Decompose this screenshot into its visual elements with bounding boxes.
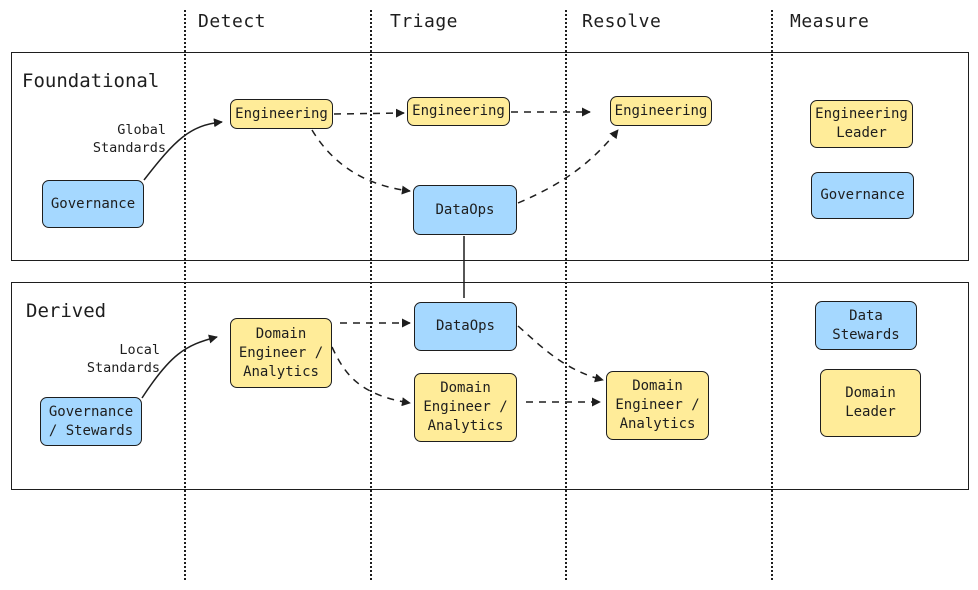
column-header-resolve: Resolve [582,11,662,32]
column-divider-detect [184,10,186,580]
lane-derived [11,282,969,490]
edge-engineering-to-triage-engineering [333,108,405,118]
column-divider-triage [370,10,372,580]
node-triage-dataops[interactable]: DataOps [413,185,517,235]
node-resolve-domain-engineer[interactable]: Domain Engineer / Analytics [606,371,709,440]
lane-title-derived: Derived [26,300,107,322]
label-global-standards: Global Standards [92,122,166,156]
column-divider-measure [771,10,773,580]
column-header-triage: Triage [390,11,459,32]
node-engineering-leader[interactable]: Engineering Leader [810,100,913,148]
lane-title-foundational: Foundational [22,70,160,92]
node-derived-triage-dataops[interactable]: DataOps [414,302,517,351]
node-governance-stewards[interactable]: Governance / Stewards [40,397,142,446]
node-triage-domain-engineer[interactable]: Domain Engineer / Analytics [414,373,517,442]
edge-dataops-to-resolve-engineering [517,129,619,204]
node-triage-engineering[interactable]: Engineering [407,97,510,126]
node-resolve-engineering[interactable]: Engineering [610,96,712,126]
column-header-measure: Measure [790,11,870,32]
lane-foundational [11,52,969,261]
node-detect-domain-engineer[interactable]: Domain Engineer / Analytics [230,318,332,388]
edge-stewards-to-domain [141,334,218,399]
node-domain-leader[interactable]: Domain Leader [820,369,921,437]
column-header-detect: Detect [198,11,267,32]
edge-governance-to-engineering [143,118,223,181]
edge-domain-to-triage-domain [331,346,411,407]
node-detect-engineering[interactable]: Engineering [230,99,333,129]
label-local-standards: Local Standards [86,342,160,376]
node-measure-governance[interactable]: Governance [811,172,914,219]
node-foundational-governance[interactable]: Governance [42,180,144,228]
node-data-stewards[interactable]: Data Stewards [815,301,917,350]
column-divider-resolve [565,10,567,580]
edge-engineering-to-dataops [311,129,411,195]
